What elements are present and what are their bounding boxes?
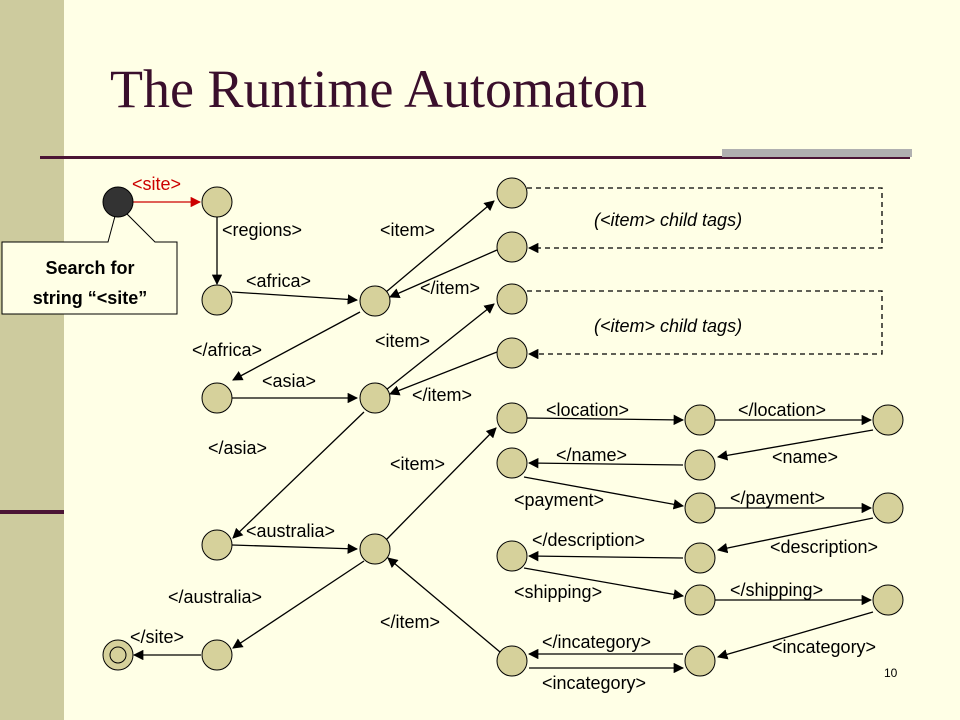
label-child-tags-1: (<item> child tags) bbox=[594, 210, 742, 230]
state-africa-hub bbox=[359, 285, 391, 317]
slide-title: The Runtime Automaton bbox=[110, 59, 647, 119]
edge-description-open bbox=[716, 517, 874, 554]
label-africa-close: </africa> bbox=[192, 340, 262, 360]
edge-australia-open bbox=[231, 543, 359, 554]
label-australia-close: </australia> bbox=[168, 587, 262, 607]
state-item-2-close bbox=[496, 337, 528, 369]
edge-name-close bbox=[527, 457, 684, 469]
label-item-close-3: </item> bbox=[380, 612, 440, 632]
label-incategory-open-1: <incategory> bbox=[772, 637, 876, 657]
state-item-2-open bbox=[496, 283, 528, 315]
state-location bbox=[496, 402, 528, 434]
label-regions-open: <regions> bbox=[222, 220, 302, 240]
label-item-close-1: </item> bbox=[420, 278, 480, 298]
label-item-close-2: </item> bbox=[412, 385, 472, 405]
edge-shipping-open bbox=[523, 567, 685, 600]
state-shipping bbox=[684, 584, 716, 616]
label-location-close: </location> bbox=[738, 400, 826, 420]
state-item-1-open bbox=[496, 177, 528, 209]
state-asia bbox=[201, 382, 233, 414]
state-payment-end bbox=[872, 492, 904, 524]
callout-line-2: string “<site” bbox=[33, 288, 148, 308]
edge-africa-open bbox=[231, 291, 359, 305]
state-asia-hub bbox=[359, 382, 391, 414]
state-description bbox=[684, 542, 716, 574]
edge-item-close-2 bbox=[389, 351, 498, 396]
state-description-end bbox=[496, 540, 528, 572]
state-regions bbox=[201, 186, 233, 218]
state-payment bbox=[684, 492, 716, 524]
edge-payment-open bbox=[523, 476, 685, 510]
edge-item-open-3 bbox=[385, 427, 497, 541]
page-number: 10 bbox=[884, 666, 898, 680]
label-item-open-1: <item> bbox=[380, 220, 435, 240]
edge-child-tags-2 bbox=[527, 290, 883, 360]
label-asia-close: </asia> bbox=[208, 438, 267, 458]
state-start bbox=[102, 186, 134, 218]
label-payment-open: <payment> bbox=[514, 490, 604, 510]
title-rule-accent bbox=[722, 149, 912, 157]
label-africa-open: <africa> bbox=[246, 271, 311, 291]
label-name-open: <name> bbox=[772, 447, 838, 467]
callout-line-1: Search for bbox=[45, 258, 134, 278]
edge-incategory-open-1 bbox=[717, 611, 874, 660]
left-bar-tick bbox=[0, 510, 64, 514]
edge-item-close-3 bbox=[387, 557, 501, 653]
left-accent-bar bbox=[0, 0, 64, 720]
state-australia bbox=[201, 529, 233, 561]
edge-item-open-2 bbox=[385, 303, 495, 391]
label-item-open-3: <item> bbox=[390, 454, 445, 474]
label-name-close: </name> bbox=[556, 445, 627, 465]
state-australia-hub bbox=[359, 533, 391, 565]
label-description-open: <description> bbox=[770, 537, 878, 557]
edge-item-close-1 bbox=[389, 249, 498, 298]
state-final-inner bbox=[109, 646, 127, 664]
label-location-open: <location> bbox=[546, 400, 629, 420]
edge-location-open bbox=[526, 414, 685, 426]
state-africa bbox=[201, 284, 233, 316]
label-site-close: </site> bbox=[130, 627, 184, 647]
title-rule bbox=[40, 156, 910, 159]
label-child-tags-2: (<item> child tags) bbox=[594, 316, 742, 336]
state-item-1-close bbox=[496, 231, 528, 263]
label-shipping-close: </shipping> bbox=[730, 580, 823, 600]
edge-name-open bbox=[716, 429, 874, 461]
state-location-mid bbox=[684, 404, 716, 436]
label-asia-open: <asia> bbox=[262, 371, 316, 391]
search-callout: Search for string “<site” bbox=[1, 204, 178, 315]
label-description-close: </description> bbox=[532, 530, 645, 550]
state-name-end bbox=[496, 447, 528, 479]
state-shipping-end bbox=[872, 584, 904, 616]
state-incategory bbox=[684, 645, 716, 677]
label-payment-close: </payment> bbox=[730, 488, 825, 508]
edge-description-close bbox=[527, 550, 684, 562]
edge-item-open-1 bbox=[385, 200, 495, 293]
edge-australia-close bbox=[232, 560, 365, 649]
state-incategory-end bbox=[496, 645, 528, 677]
label-australia-open: <australia> bbox=[246, 521, 335, 541]
edge-africa-close bbox=[232, 311, 361, 381]
label-incategory-close: </incategory> bbox=[542, 632, 651, 652]
label-shipping-open: <shipping> bbox=[514, 582, 602, 602]
state-name bbox=[684, 449, 716, 481]
state-location-end bbox=[872, 404, 904, 436]
label-site-open: <site> bbox=[132, 174, 181, 194]
edge-asia-close bbox=[232, 411, 365, 539]
label-incategory-open-2: <incategory> bbox=[542, 673, 646, 693]
state-site-close bbox=[201, 639, 233, 671]
label-item-open-2: <item> bbox=[375, 331, 430, 351]
